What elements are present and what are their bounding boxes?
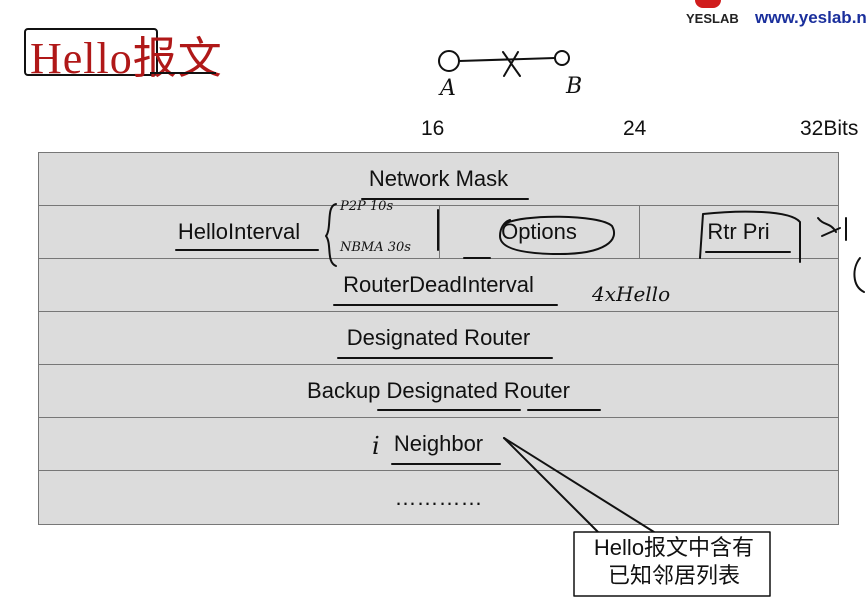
slide-title: Hello报文 — [30, 34, 223, 83]
row-ellipsis: ………… — [39, 471, 838, 524]
bit-marker-32: 32Bits — [800, 117, 859, 140]
row-network-mask: Network Mask — [39, 153, 838, 206]
row-router-dead-interval: RouterDeadInterval — [39, 259, 838, 312]
row-designated-router: Designated Router — [39, 312, 838, 365]
node-a-circle — [438, 50, 460, 72]
title-highlight-box — [24, 28, 158, 76]
hello-brace — [325, 203, 337, 267]
rtr-pri-bracket — [699, 210, 801, 263]
row-neighbor: Neighbor — [39, 418, 838, 471]
field-backup-designated-router: Backup Designated Router — [307, 378, 570, 403]
node-b-circle — [554, 50, 570, 66]
callout-box — [573, 531, 771, 597]
row-backup-designated-router: Backup Designated Router — [39, 365, 838, 418]
bit-marker-16: 16 — [421, 117, 445, 140]
node-a-label: A — [440, 76, 456, 101]
callout-pointer-b — [503, 437, 655, 533]
logo-icon — [695, 0, 721, 8]
field-network-mask: Network Mask — [368, 166, 509, 191]
side-scribble — [817, 217, 847, 241]
node-b-label: B — [566, 74, 583, 99]
nbma-note: NBMA 30s — [340, 240, 411, 255]
link-broken-mark — [502, 51, 521, 77]
title-underline — [150, 72, 216, 74]
callout-line-2: 已知邻居列表 — [607, 563, 740, 588]
field-ellipsis: ………… — [394, 484, 483, 510]
field-hello-interval: HelloInterval — [177, 219, 301, 244]
field-options: Options — [501, 219, 577, 244]
field-neighbor: Neighbor — [393, 431, 484, 456]
callout-line-1: Hello报文中含有 — [593, 535, 755, 560]
field-router-dead-interval: RouterDeadInterval — [343, 272, 534, 297]
neighbor-mark: i — [372, 432, 380, 460]
side-scribble-2 — [853, 257, 865, 293]
row-hello-interval: HelloInterval Options Rtr Pri — [39, 206, 838, 259]
dead-interval-note: 4xHello — [592, 282, 671, 306]
field-rtr-pri: Rtr Pri — [707, 219, 770, 244]
site-url: www.yeslab.n — [755, 8, 867, 27]
options-circle — [499, 215, 615, 255]
p2p-note: P2P 10s — [340, 199, 394, 214]
callout-text: Hello报文中含有 已知邻居列表 — [574, 534, 774, 590]
logo-text: YESLAB — [686, 11, 739, 26]
bit-marker-24: 24 — [623, 117, 647, 140]
field-designated-router: Designated Router — [346, 325, 531, 350]
divider-16 — [439, 206, 440, 258]
divider-24 — [639, 206, 640, 258]
callout-pointer-a — [503, 437, 599, 533]
link-line — [458, 57, 556, 62]
